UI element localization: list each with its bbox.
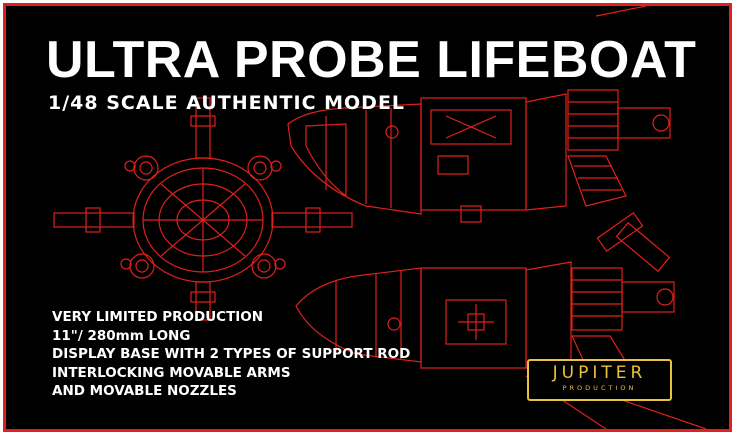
- side-view-craft-upper: [287, 6, 671, 273]
- page-title: ULTRA PROBE LIFEBOAT: [46, 31, 697, 89]
- side-view-craft-lower: [295, 211, 707, 429]
- blueprint-drawing: [53, 6, 707, 429]
- logo-brand: JUPITER: [552, 363, 647, 383]
- feature-item: 11"/ 280mm LONG: [52, 327, 191, 344]
- black-panel: ULTRA PROBE LIFEBOAT 1/48 SCALE AUTHENTI…: [3, 3, 732, 432]
- logo-sub: PRODUCTION: [562, 384, 637, 392]
- feature-item: VERY LIMITED PRODUCTION: [52, 309, 264, 325]
- feature-item: AND MOVABLE NOZZLES: [52, 383, 237, 399]
- feature-list: VERY LIMITED PRODUCTION 11"/ 280mm LONG …: [52, 308, 410, 401]
- feature-item: INTERLOCKING MOVABLE ARMS: [52, 364, 291, 381]
- jupiter-production-logo: JUPITER PRODUCTION: [527, 359, 672, 401]
- scale-subtitle: 1/48 SCALE AUTHENTIC MODEL: [48, 92, 406, 114]
- feature-item: DISPLAY BASE WITH 2 TYPES OF SUPPORT ROD: [52, 346, 411, 362]
- top-view-craft: [53, 97, 353, 321]
